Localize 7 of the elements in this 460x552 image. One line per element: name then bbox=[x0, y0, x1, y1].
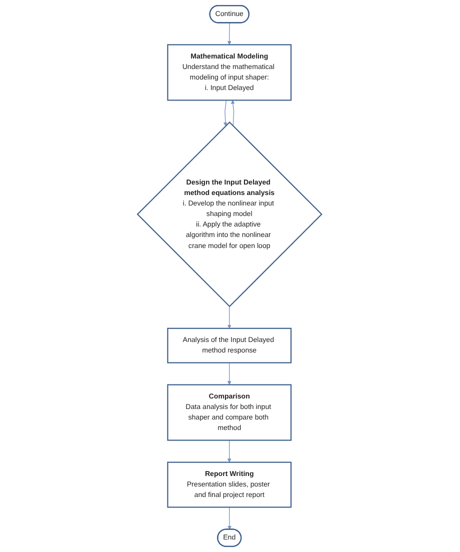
arrow bbox=[231, 100, 236, 126]
arrow bbox=[224, 100, 228, 126]
arrow bbox=[228, 306, 232, 329]
arrow bbox=[228, 440, 232, 462]
arrow bbox=[228, 506, 232, 530]
arrow bbox=[228, 22, 232, 45]
arrow bbox=[228, 362, 232, 385]
